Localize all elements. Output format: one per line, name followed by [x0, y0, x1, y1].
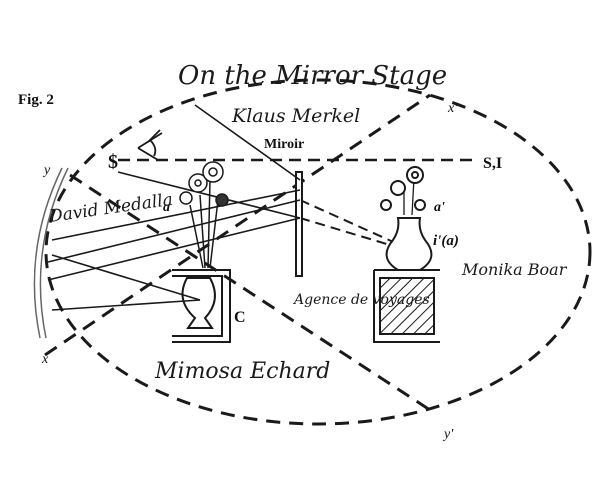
- label-i-prime-a: i'(a): [433, 233, 459, 249]
- real-flowers: [179, 161, 229, 269]
- axis-x-line: [44, 93, 431, 357]
- name-david-medalla-text: David Medalla: [47, 190, 174, 227]
- label-x-prime: x': [447, 101, 458, 116]
- axis-y-line: [69, 173, 431, 412]
- label-y: y: [42, 163, 51, 178]
- plane-mirror: [295, 171, 303, 277]
- name-klaus-merkel: Klaus Merkel: [231, 105, 360, 127]
- label-ideal: S,I: [483, 155, 502, 172]
- label-box-c: C: [234, 309, 246, 326]
- dashed-ellipse: [44, 78, 592, 426]
- label-x: x: [41, 352, 49, 367]
- label-y-prime: y': [442, 427, 454, 442]
- handwritten-title: On the Mirror Stage: [178, 61, 447, 91]
- virtual-vase: [380, 166, 433, 271]
- hatched-pedestal: [373, 269, 440, 343]
- name-agence-de-voyages: Agence de voyages: [292, 292, 430, 308]
- figure-label: Fig. 2: [18, 92, 54, 108]
- name-david-medalla: David Medalla: [47, 190, 174, 227]
- name-monika-boar: Monika Boar: [461, 260, 568, 279]
- label-a-prime: a': [434, 200, 445, 215]
- box-c: [172, 269, 231, 343]
- light-rays: [47, 104, 301, 311]
- label-a: a: [163, 200, 170, 215]
- label-subject: $: [108, 151, 118, 173]
- name-mimosa-echard: Mimosa Echard: [154, 359, 330, 384]
- spherical-mirror: [33, 167, 63, 339]
- label-mirror: Miroir: [264, 137, 304, 152]
- eye-icon: [137, 129, 163, 161]
